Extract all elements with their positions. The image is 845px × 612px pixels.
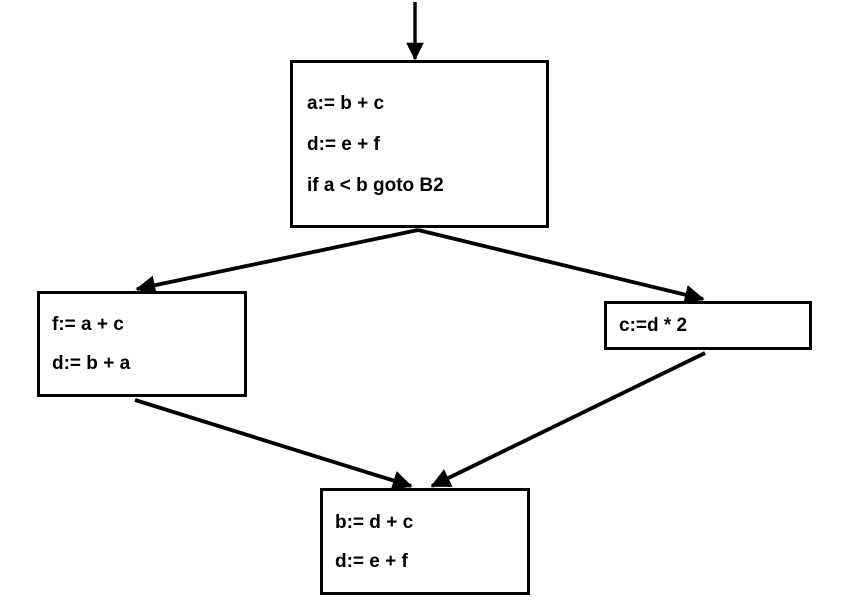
statement: a:= b + c xyxy=(307,92,385,114)
statement: d:= b + a xyxy=(52,353,131,374)
edge-b1-to-b3 xyxy=(417,228,705,305)
statement: b:= d + c xyxy=(335,511,414,533)
edge-b1-to-b2 xyxy=(135,228,419,295)
edge-b2-to-b4 xyxy=(134,398,413,491)
basic-block-b2[interactable]: f:= a + c d:= b + a xyxy=(37,291,247,397)
statement: c:=d * 2 xyxy=(619,315,688,336)
basic-block-b1[interactable]: a:= b + c d:= e + f if a < b goto B2 xyxy=(290,60,549,228)
statement: d:= e + f xyxy=(307,133,380,155)
statement: d:= e + f xyxy=(335,550,408,572)
edge-b3-to-b4 xyxy=(430,351,706,488)
basic-block-b3[interactable]: c:=d * 2 xyxy=(604,301,812,350)
statement: if a < b goto B2 xyxy=(307,174,444,196)
statement: f:= a + c xyxy=(52,314,124,335)
basic-block-b4[interactable]: b:= d + c d:= e + f xyxy=(320,488,530,595)
